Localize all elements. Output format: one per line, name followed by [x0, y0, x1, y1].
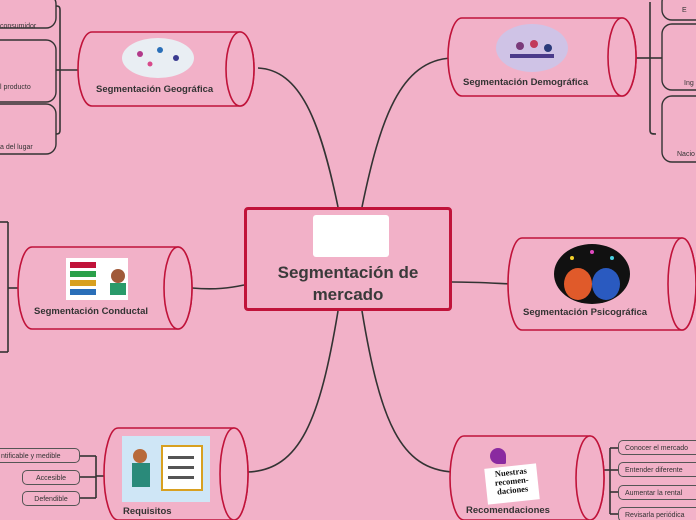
- requisitos-child-2[interactable]: Accesible: [22, 470, 80, 485]
- recom-child-2[interactable]: Entender diferente: [618, 462, 696, 477]
- requisitos-child-1[interactable]: ntificable y medible: [0, 448, 80, 463]
- requisitos-child-3[interactable]: Defendible: [22, 491, 80, 506]
- central-topic-title: Segmentación de mercado: [277, 263, 419, 304]
- node-label-psicografica[interactable]: Segmentación Psicográfica: [523, 307, 648, 318]
- node-label-demografica[interactable]: Segmentación Demográfica: [463, 77, 589, 88]
- hand-icon: [490, 448, 506, 464]
- demo-child-3[interactable]: Nacio: [677, 151, 695, 158]
- recom-child-3[interactable]: Aumentar la rental: [618, 485, 696, 500]
- demo-child-2[interactable]: Ing: [684, 80, 694, 87]
- recom-child-4[interactable]: Revisarla periódica: [618, 507, 696, 520]
- geo-child-1[interactable]: consumidor: [0, 23, 37, 30]
- recommendations-image: Nuestras recomen- daciones: [484, 463, 540, 505]
- node-label-recomendaciones[interactable]: Recomendaciones: [466, 505, 550, 516]
- geo-child-2[interactable]: l producto: [0, 84, 31, 91]
- recom-child-1[interactable]: Conocer el mercado: [618, 440, 696, 455]
- central-topic-image: [313, 215, 389, 257]
- node-label-conductal[interactable]: Segmentación Conductal: [34, 306, 149, 317]
- node-label-requisitos[interactable]: Requisitos: [123, 506, 172, 517]
- central-topic[interactable]: Segmentación de mercado: [244, 207, 452, 311]
- demo-child-1[interactable]: E: [682, 7, 687, 14]
- geo-child-3[interactable]: a del lugar: [0, 144, 33, 151]
- node-label-geografica[interactable]: Segmentación Geográfica: [96, 84, 214, 95]
